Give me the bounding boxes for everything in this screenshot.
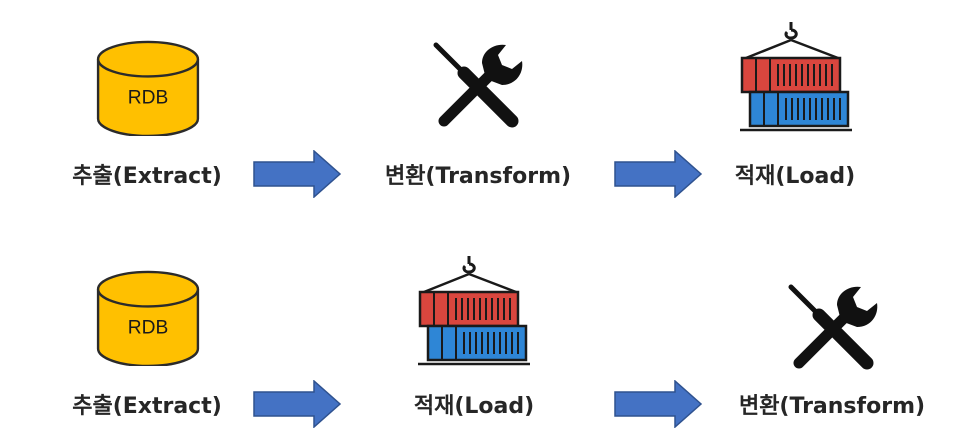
- step-label-load: 적재(Load): [413, 394, 535, 419]
- database-icon: RDB: [96, 40, 200, 136]
- shipping-containers-icon: [740, 22, 854, 132]
- database-icon: RDB: [96, 270, 200, 366]
- tools-icon: [430, 38, 526, 130]
- database-label: RDB: [128, 87, 169, 108]
- arrow-icon: [614, 150, 702, 198]
- tools-icon: [785, 280, 881, 372]
- step-label-extract: 추출(Extract): [72, 394, 222, 419]
- arrow-icon: [614, 380, 702, 428]
- shipping-containers-icon: [418, 256, 532, 366]
- step-label-extract: 추출(Extract): [72, 164, 222, 189]
- arrow-icon: [253, 150, 341, 198]
- step-label-transform: 변환(Transform): [738, 394, 926, 419]
- database-label: RDB: [128, 317, 169, 338]
- arrow-icon: [253, 380, 341, 428]
- step-label-transform: 변환(Transform): [384, 164, 572, 189]
- step-label-load: 적재(Load): [734, 164, 856, 189]
